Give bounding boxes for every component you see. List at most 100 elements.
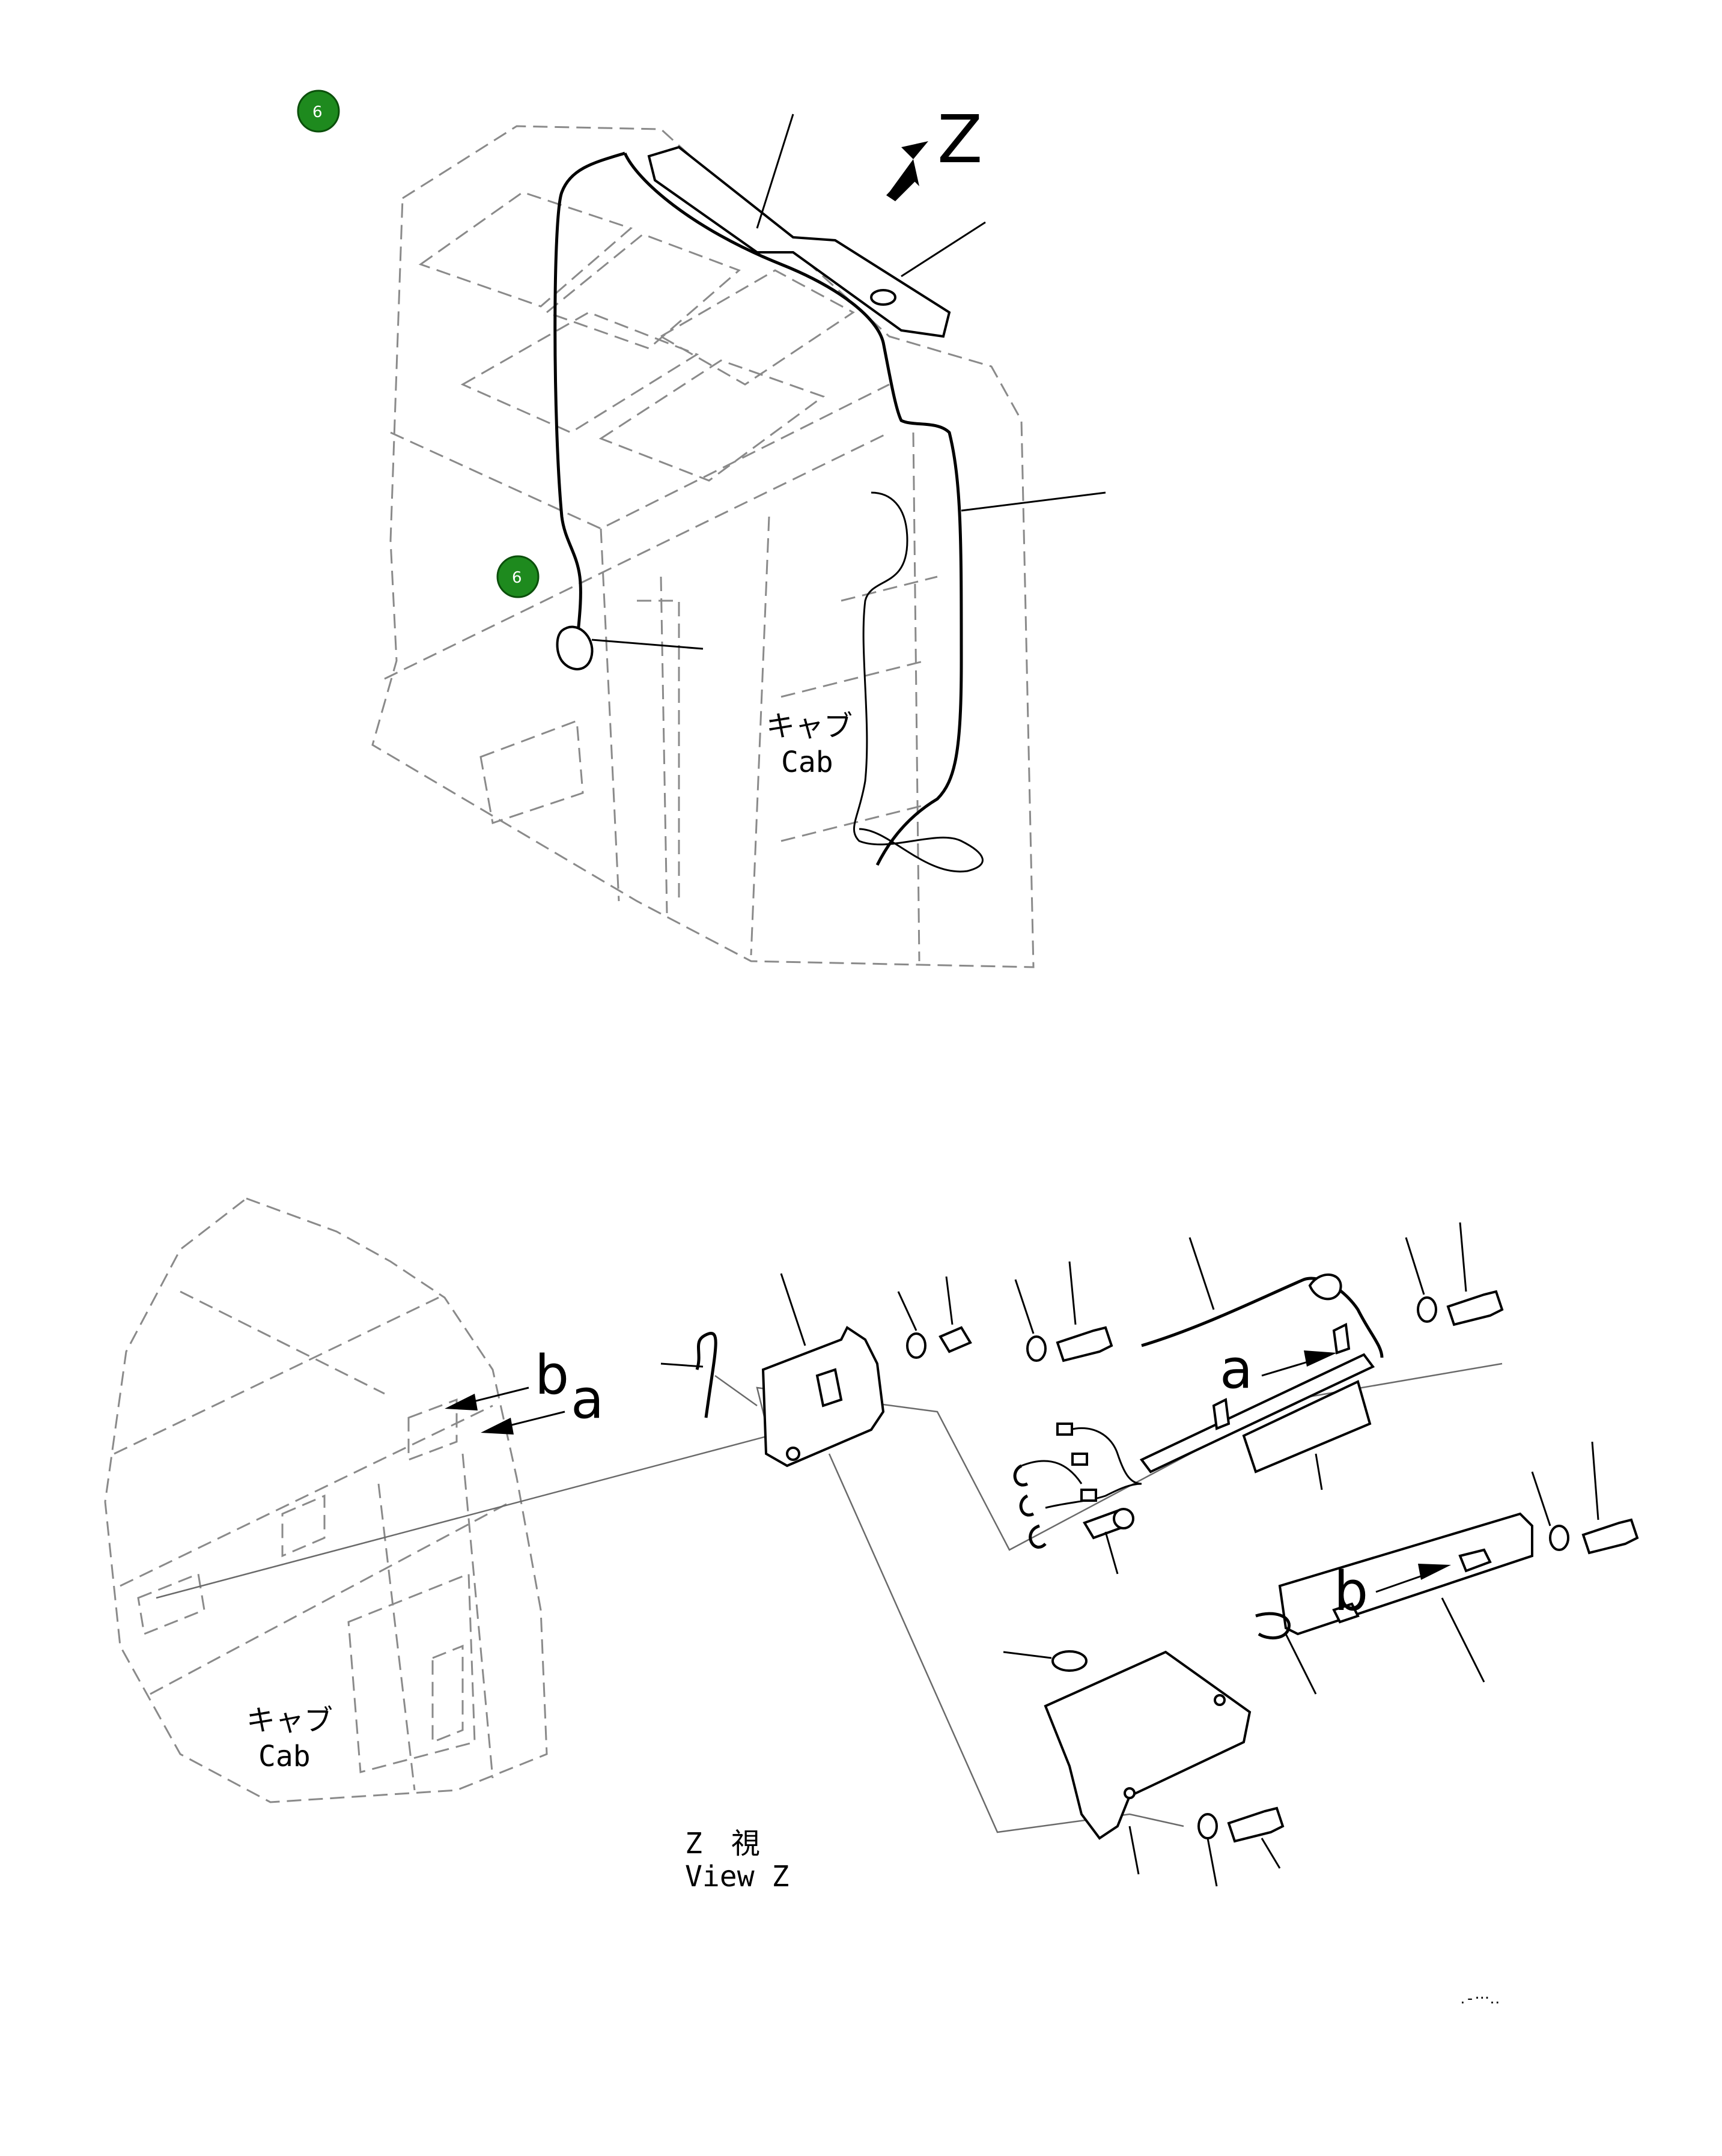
cover-rail-tab <box>1458 1548 1492 1573</box>
washer <box>1549 1525 1569 1551</box>
cover-rail-clip <box>1255 1612 1291 1640</box>
wire-clip <box>1029 1524 1047 1549</box>
lamp-clip <box>1212 1397 1231 1430</box>
leader-line <box>1285 1633 1317 1695</box>
cab-frame-line <box>390 383 890 530</box>
cab-frame-line <box>750 516 770 956</box>
cab-bracket <box>137 1572 205 1636</box>
cab-bracket <box>407 1398 458 1462</box>
cab-label-jp-bottom: キャブ <box>246 1704 333 1737</box>
washer <box>906 1332 926 1359</box>
cab-frame-line <box>841 575 938 602</box>
assembly-line-3 <box>714 1374 758 1407</box>
cab-outline-bottom <box>104 1197 548 1803</box>
assembly-line-2 <box>828 1453 1184 1833</box>
cab-frame-line <box>780 660 926 698</box>
arrow-a-left-head <box>481 1418 514 1435</box>
cab-label-jp-top: キャブ <box>766 709 853 743</box>
bracket-tab <box>815 1368 843 1407</box>
connector <box>1056 1423 1073 1436</box>
item-badge-6[interactable]: 6 <box>496 555 540 598</box>
cab-frame-line <box>660 576 668 914</box>
cab-frame-line <box>780 804 926 842</box>
cover-hole <box>1124 1787 1136 1799</box>
roof-lamp-lens <box>870 289 896 306</box>
svg-text:6: 6 <box>512 569 522 587</box>
washer <box>1197 1813 1218 1839</box>
cover-hole <box>1214 1694 1226 1706</box>
leader-line <box>1206 1838 1218 1887</box>
view-label-jp: Z 視 <box>685 1827 760 1860</box>
washer <box>1026 1335 1047 1362</box>
harness-main-2 <box>623 152 963 866</box>
clip-part <box>695 1332 717 1418</box>
cab-outline-top <box>371 125 1035 968</box>
wire-connector-set <box>1069 1427 1142 1485</box>
svg-text:6: 6 <box>312 103 323 121</box>
lamp-cover <box>1242 1380 1372 1474</box>
item-badge-6[interactable]: 6 <box>297 90 340 133</box>
bolt <box>1446 1290 1504 1326</box>
cab-frame-line <box>377 1483 416 1791</box>
wire-connector-set <box>1045 1483 1142 1509</box>
leader-line <box>1128 1826 1140 1875</box>
cab-frame-line <box>600 528 620 902</box>
arrow-b-right-head <box>1418 1564 1451 1580</box>
top-view: Z キャブ Cab 6 6 <box>297 90 1106 968</box>
cab-frame-line <box>120 1404 493 1587</box>
cab-frame-line <box>637 600 680 901</box>
arrow-a-right-head <box>1304 1350 1337 1367</box>
bracket-hole <box>786 1447 800 1461</box>
roof-panel <box>544 233 741 350</box>
leader-line <box>1405 1237 1425 1295</box>
cab-frame-line <box>150 1501 511 1695</box>
harness-branch <box>853 491 984 873</box>
leader-line <box>660 1362 704 1368</box>
leader-line <box>1591 1441 1599 1520</box>
leader-line <box>591 639 704 650</box>
harness-main <box>553 151 625 649</box>
wire-connector-set <box>1021 1460 1083 1484</box>
leader-line <box>1315 1453 1323 1490</box>
cover-plate <box>1044 1650 1252 1840</box>
cab-bracket <box>281 1494 326 1558</box>
footer-code: ․-‧‧‧․․ <box>1460 1990 1500 2008</box>
screw-head <box>1113 1508 1134 1529</box>
leader-line <box>1531 1471 1551 1526</box>
cover-rail <box>1278 1512 1533 1636</box>
lamp-clip <box>1332 1322 1351 1355</box>
cab-bracket <box>431 1644 464 1744</box>
nut <box>939 1326 972 1353</box>
harness-grommet <box>556 625 594 670</box>
leader-line <box>1188 1237 1215 1310</box>
bolt <box>1581 1518 1639 1555</box>
leader-line <box>961 491 1106 512</box>
arrow-b-left-head <box>445 1394 478 1411</box>
cab-frame-line <box>479 719 584 824</box>
view-z-arrow <box>886 141 928 201</box>
leader-line <box>780 1273 806 1346</box>
roof-panel <box>598 359 826 482</box>
bottom-view-z: b a <box>104 1197 1639 1893</box>
leader-line <box>1104 1531 1119 1574</box>
leader-line <box>1014 1279 1035 1334</box>
leader-line <box>1261 1838 1281 1869</box>
leader-line <box>897 1291 917 1331</box>
cab-frame-line <box>347 1572 476 1773</box>
wire-clip <box>1019 1494 1035 1517</box>
lamp-tube <box>1139 1353 1375 1474</box>
cover-rail-tab <box>1332 1602 1360 1624</box>
bolt <box>1056 1326 1113 1362</box>
leader-line <box>1441 1597 1485 1683</box>
view-z-letter: Z <box>937 101 982 178</box>
leader-line <box>1068 1261 1077 1325</box>
leader-line <box>1459 1222 1467 1292</box>
detail-letter-a-left: a <box>571 1368 604 1431</box>
connector <box>1071 1453 1088 1466</box>
wire-loop <box>1308 1274 1342 1301</box>
cab-frame-line <box>114 1296 439 1455</box>
detail-letter-b-right: b <box>1334 1560 1368 1623</box>
grommet <box>1051 1650 1088 1672</box>
leader-line <box>945 1276 954 1325</box>
